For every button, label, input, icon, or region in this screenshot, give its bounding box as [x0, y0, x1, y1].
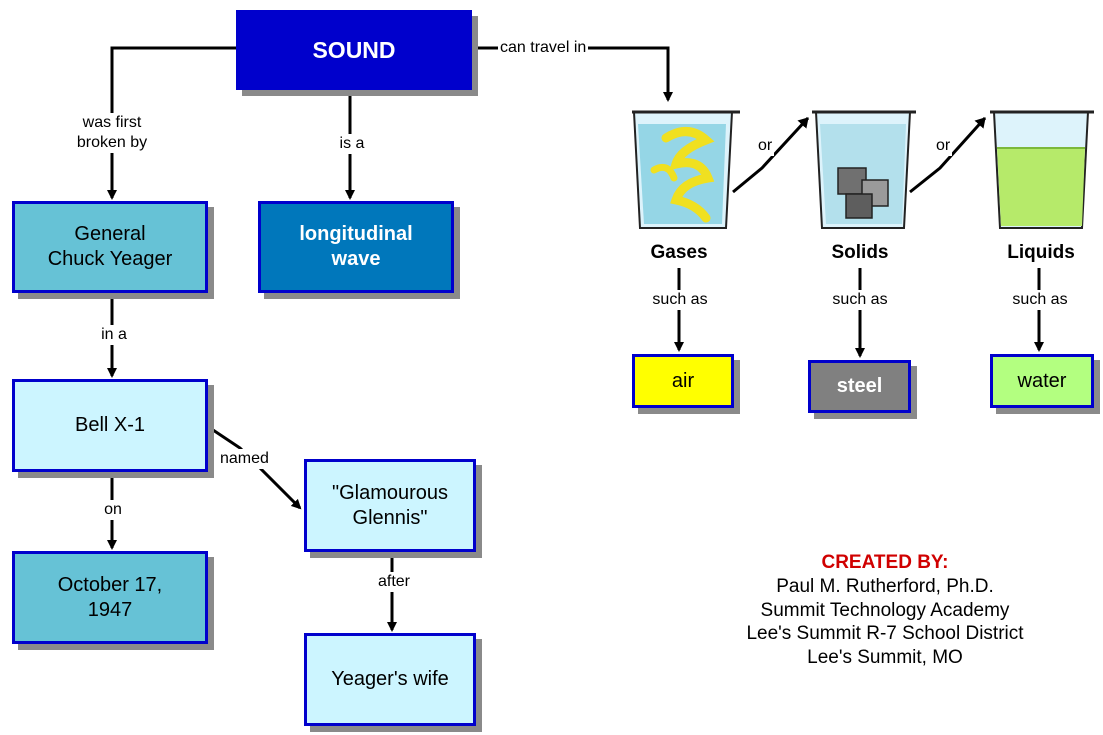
label-on: on: [97, 500, 129, 520]
node-steel: steel: [808, 360, 911, 413]
credits-block: CREATED BY: Paul M. Rutherford, Ph.D. Su…: [680, 551, 1090, 670]
node-sound: SOUND: [236, 10, 472, 90]
beaker-ice-cubes-icon: [812, 110, 916, 229]
link-or-2: [909, 116, 987, 194]
beaker-liquid-icon: [990, 110, 1094, 229]
medium-liquids: Liquids: [1007, 242, 1075, 263]
credits-line1: Paul M. Rutherford, Ph.D.: [776, 575, 994, 597]
label-named: named: [218, 449, 271, 469]
label-such-as-gases: such as: [642, 290, 718, 310]
node-longitudinal-wave: longitudinal wave: [258, 201, 454, 293]
medium-gases: Gases: [650, 242, 708, 263]
label-or-1: or: [756, 136, 775, 156]
node-yeagers-wife: Yeager's wife: [304, 633, 476, 726]
beaker-gas-icon: [632, 110, 740, 229]
node-october-1947: October 17, 1947: [12, 551, 208, 644]
credits-heading: CREATED BY:: [821, 552, 949, 573]
node-water: water: [990, 354, 1094, 408]
credits-line2: Summit Technology Academy: [760, 599, 1010, 621]
medium-solids: Solids: [831, 242, 889, 263]
node-chuck-yeager: General Chuck Yeager: [12, 201, 208, 293]
node-bell-x1: Bell X-1: [12, 379, 208, 472]
credits-line3: Lee's Summit R-7 School District: [746, 623, 1024, 645]
label-can-travel-in: can travel in: [498, 38, 589, 58]
label-is-a: is a: [330, 134, 374, 154]
label-in-a: in a: [94, 325, 134, 345]
credits-line4: Lee's Summit, MO: [807, 647, 963, 668]
label-such-as-liquids: such as: [1002, 290, 1078, 310]
label-was-first-broken-by: was first broken by: [58, 113, 166, 153]
link-or-1: [732, 116, 810, 194]
label-or-2: or: [934, 136, 953, 156]
node-glamourous-glennis: "Glamourous Glennis": [304, 459, 476, 552]
node-air: air: [632, 354, 734, 408]
label-such-as-solids: such as: [822, 290, 898, 310]
label-after: after: [370, 572, 418, 592]
link-named: [209, 426, 302, 510]
